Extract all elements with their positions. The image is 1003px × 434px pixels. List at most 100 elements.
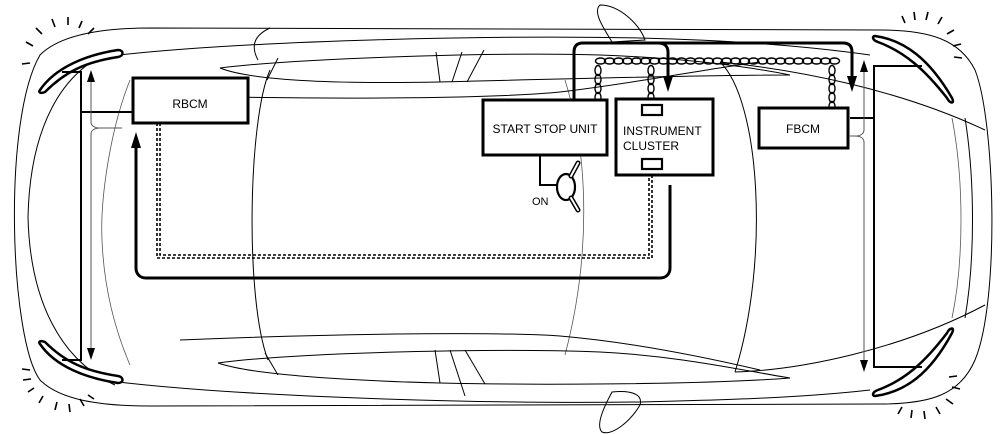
twisted-pair-link xyxy=(828,57,841,65)
upper-sill-line xyxy=(109,36,871,57)
twisted-pair-link xyxy=(647,73,655,86)
twisted-pair-link xyxy=(603,57,616,65)
twisted-pair-link xyxy=(594,64,602,77)
twisted-pair-link xyxy=(747,57,760,65)
twisted-pair-link xyxy=(828,91,836,104)
upper-door-pillar-2 xyxy=(451,51,463,83)
lower-mirror xyxy=(599,391,642,434)
start-stop-signal-wire xyxy=(572,41,857,100)
instrument-cluster-label-1: INSTRUMENT xyxy=(623,124,702,138)
twisted-pair-link xyxy=(792,57,805,65)
front-lamp-harness xyxy=(850,60,922,372)
rear-window-line xyxy=(251,69,271,361)
lower-door-pillar-2 xyxy=(449,349,466,397)
switch-label: ON xyxy=(532,196,549,208)
twisted-pair-link xyxy=(684,57,697,65)
switch-knob-icon xyxy=(555,172,577,202)
module-instrument-cluster: INSTRUMENT CLUSTER xyxy=(614,97,715,177)
twisted-pair-link xyxy=(828,82,836,95)
front-right-lamp xyxy=(871,327,955,398)
front-left-lamp xyxy=(871,34,955,104)
front-inner-line-2 xyxy=(951,117,962,319)
dashed-bus xyxy=(156,123,653,259)
twisted-pair-link xyxy=(783,57,796,65)
upper-mirror xyxy=(597,4,646,43)
twisted-pair-link xyxy=(594,57,607,65)
twisted-pair-link xyxy=(675,57,688,65)
upper-rear-door-edge xyxy=(253,27,271,61)
twisted-pair-link xyxy=(828,73,836,86)
front-double-arrow-line xyxy=(850,68,865,362)
rear-right-lamp xyxy=(38,339,124,385)
upper-door-pillar-1 xyxy=(435,51,441,83)
twisted-pair-link xyxy=(765,57,778,65)
twisted-pair-link xyxy=(612,57,625,65)
twisted-pair-link xyxy=(594,73,602,86)
lower-door-pillar-3 xyxy=(464,349,486,385)
arrow-to-rbcm xyxy=(131,132,141,148)
rear-lamp-harness xyxy=(62,70,132,361)
twisted-pair-link xyxy=(819,57,832,65)
rbcm-label: RBCM xyxy=(172,97,207,111)
car-outer-outline xyxy=(13,27,993,407)
twisted-pair-link xyxy=(647,82,655,95)
car-body xyxy=(13,4,993,434)
instrument-cluster-label-2: CLUSTER xyxy=(623,139,679,153)
lower-sill-line xyxy=(109,380,871,403)
windshield-line xyxy=(719,61,757,373)
twisted-pair-link xyxy=(756,57,769,65)
lamps xyxy=(38,34,955,398)
front-inner-line xyxy=(964,117,973,319)
front-lamp-feed xyxy=(873,65,922,368)
twisted-pair-link xyxy=(729,57,742,65)
twisted-pair-link xyxy=(594,82,602,95)
lamp-rays xyxy=(21,11,963,420)
twisted-pair-link xyxy=(828,64,836,77)
rear-inner-line xyxy=(101,79,131,366)
twisted-pair-link xyxy=(720,57,733,65)
cluster-top-connector xyxy=(640,103,664,117)
rear-lamp-feed xyxy=(62,71,82,361)
twisted-pair-link xyxy=(621,57,634,65)
lower-side-window xyxy=(217,349,791,385)
upper-door-pillar-3 xyxy=(466,49,485,83)
twisted-pair-link xyxy=(711,57,724,65)
front-arrow-down xyxy=(860,360,868,372)
rear-bumper-line xyxy=(27,49,116,386)
rear-arrow-down xyxy=(87,348,95,360)
ignition-switch: ON xyxy=(532,155,581,213)
front-arrow-up xyxy=(860,60,868,72)
twisted-pair-link xyxy=(702,57,715,65)
module-rbcm: RBCM xyxy=(131,76,250,125)
lower-cpillar xyxy=(264,352,279,376)
top-signal-bus xyxy=(572,41,854,100)
twisted-pair-link xyxy=(630,57,643,65)
rear-arrow-up xyxy=(87,70,95,82)
twisted-pair-link xyxy=(801,57,814,65)
twisted-pair-link xyxy=(774,57,787,65)
upper-belt-line xyxy=(179,61,761,99)
start-stop-unit-label: START STOP UNIT xyxy=(493,122,599,136)
twisted-pair-link xyxy=(657,57,670,65)
twisted-pair-link xyxy=(647,64,655,77)
upper-side-window xyxy=(219,53,791,83)
twisted-pair-link xyxy=(693,57,706,65)
twisted-pair-link xyxy=(639,57,652,65)
rear-double-arrow-line xyxy=(90,78,122,352)
arrow-to-instrument-cluster xyxy=(663,76,673,92)
module-fbcm: FBCM xyxy=(757,106,850,150)
rear-left-lamp xyxy=(38,48,124,95)
fbcm-label: FBCM xyxy=(786,122,820,136)
upper-cpillar xyxy=(266,57,279,81)
module-start-stop-unit: START STOP UNIT xyxy=(481,98,609,157)
twisted-pair-link xyxy=(738,57,751,65)
bottom-signal-loop xyxy=(134,145,672,280)
twisted-pair-link xyxy=(810,57,823,65)
arrow-to-fbcm xyxy=(847,76,857,92)
lower-belt-line xyxy=(179,333,761,371)
return-signal-wire xyxy=(131,132,672,280)
lower-door-pillar-1 xyxy=(434,349,441,384)
front-hood-bottom xyxy=(734,304,986,373)
twisted-pair-link xyxy=(666,57,679,65)
